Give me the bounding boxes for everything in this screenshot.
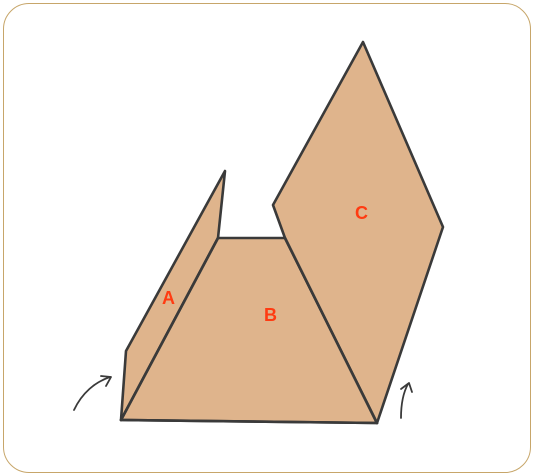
label-a: A (162, 288, 175, 308)
fold-arrow-left (73, 376, 111, 411)
fold-arrow-right (400, 383, 409, 419)
fold-arrow-left-head (100, 375, 112, 387)
base-edge (119, 418, 379, 425)
fold-arrow-right-head (400, 382, 413, 393)
label-c: C (355, 203, 368, 223)
fold-edge-ab (119, 236, 220, 422)
label-b: B (264, 305, 277, 325)
fold-edge-bc (283, 236, 379, 425)
